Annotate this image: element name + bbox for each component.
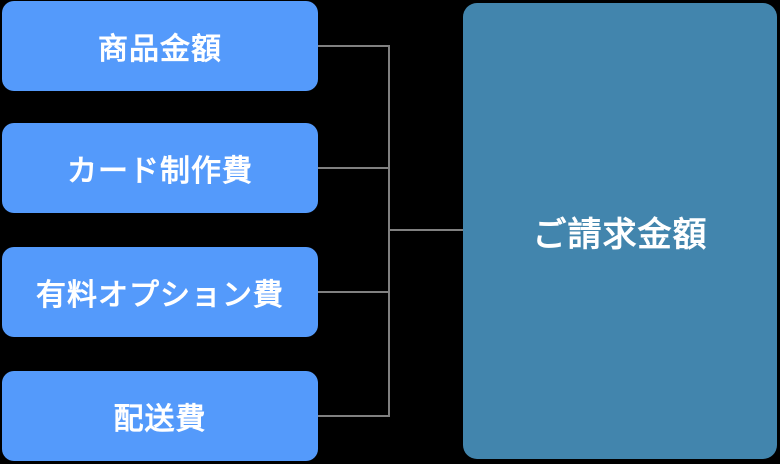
connector-line-shipping-fee	[318, 415, 390, 417]
result-box-billing-total-label: ご請求金額	[532, 215, 708, 254]
connector-line-card-production-fee	[318, 167, 390, 169]
source-box-card-production-fee-label: カード制作費	[67, 155, 253, 188]
source-box-shipping-fee: 配送費	[2, 371, 318, 461]
source-box-shipping-fee-label: 配送費	[113, 403, 207, 436]
connector-line-product-amount	[318, 45, 390, 47]
connector-line-paid-option-fee	[318, 291, 390, 293]
source-box-paid-option-fee: 有料オプション費	[2, 247, 318, 337]
source-box-product-amount: 商品金額	[2, 1, 318, 91]
connector-line-to-total	[388, 229, 463, 231]
source-box-product-amount-label: 商品金額	[98, 33, 222, 66]
connector-vertical-spine	[388, 45, 390, 417]
result-box-billing-total: ご請求金額	[463, 3, 777, 459]
source-box-card-production-fee: カード制作費	[2, 123, 318, 213]
source-box-paid-option-fee-label: 有料オプション費	[36, 279, 284, 312]
